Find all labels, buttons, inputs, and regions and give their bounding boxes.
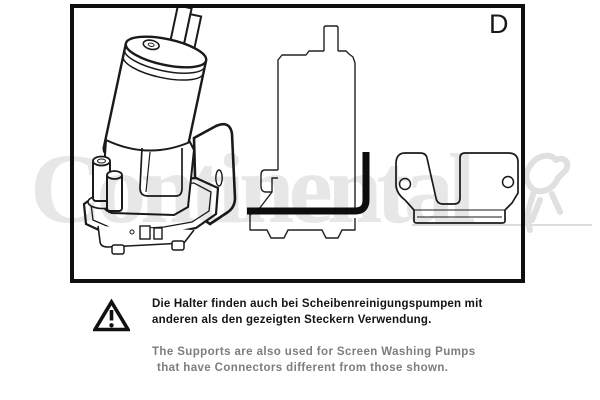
- figure-washer-pump-profile: [247, 25, 370, 239]
- note-german-line-1: Die Halter finden auch bei Scheibenreini…: [152, 298, 483, 310]
- figure-washer-pump-3d: [82, 8, 237, 255]
- note-german: Die Halter finden auch bei Scheibenreini…: [152, 297, 483, 328]
- figure-support-bracket: [395, 152, 519, 224]
- note-english-line-1: The Supports are also used for Screen Wa…: [152, 346, 476, 358]
- note-english: The Supports are also used for Screen Wa…: [152, 345, 476, 376]
- diagram-panel: D: [70, 4, 525, 283]
- note-german-line-2: anderen als den gezeigten Steckern Verwe…: [152, 313, 432, 326]
- panel-label: D: [489, 9, 509, 39]
- note-english-line-2: that have Connectors different from thos…: [157, 361, 449, 374]
- support-profile-bold-line: [247, 152, 370, 215]
- warning-triangle-icon: [93, 299, 130, 332]
